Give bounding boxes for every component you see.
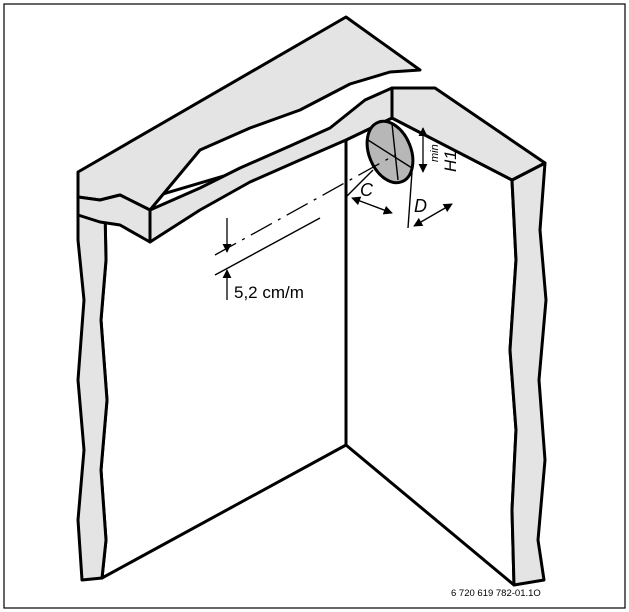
opening-vertical-line (391, 123, 399, 181)
left-wall-cut-edge (76, 195, 109, 582)
dim-c-extension (344, 169, 374, 199)
opening-center-line (367, 139, 413, 169)
gradient-label: 5,2 cm/m (234, 283, 304, 302)
flue-opening (365, 119, 415, 185)
dim-h1-label: H1 (441, 150, 460, 172)
broken-top-back-edge (148, 86, 394, 244)
figure-id: 6 720 619 782-01.1O (451, 588, 541, 599)
pipe-lower-line (214, 217, 321, 276)
dim-c-line (351, 196, 393, 215)
dim-c-label: C (360, 180, 374, 200)
dim-d-label: D (414, 196, 427, 216)
dim-min-label: min (429, 144, 441, 162)
dim-d-line (413, 203, 453, 227)
pipe-axis-line (214, 154, 396, 256)
dim-d-extension (407, 171, 413, 229)
figure-frame (3, 3, 626, 609)
right-wall-cut-edge (508, 161, 548, 587)
